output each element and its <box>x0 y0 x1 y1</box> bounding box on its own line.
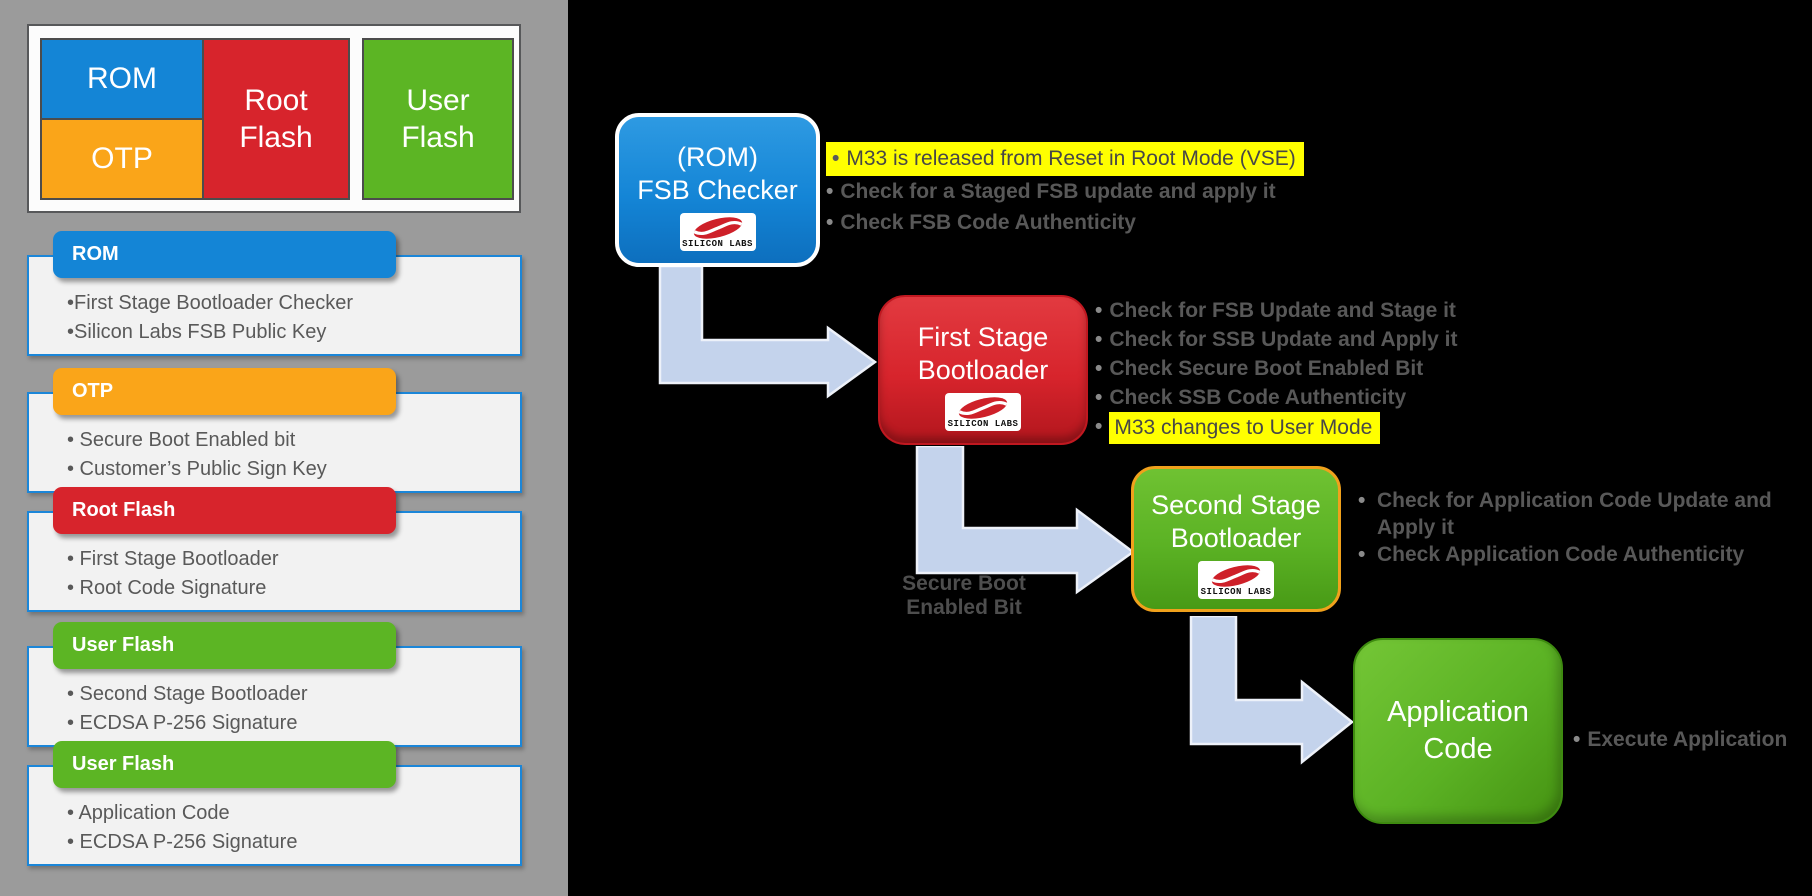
memory-map-region-root-flash: Root Flash <box>202 38 350 200</box>
first-stage-title-line1: First Stage <box>917 322 1049 352</box>
section-user-flash-ssb: User Flash • Second Stage Bootloader • E… <box>27 622 522 748</box>
bullet-highlighted: • M33 is released from Reset in Root Mode… <box>826 142 1304 176</box>
bullet-text: Check SSB Code Authenticity <box>1109 386 1407 409</box>
bullet-icon: • <box>826 180 834 203</box>
section-user-flash-ssb-header: User Flash <box>53 622 396 669</box>
bullet: • Check for SSB Update and Apply it <box>1095 325 1457 354</box>
bullet-text: Check FSB Code Authenticity <box>840 211 1136 234</box>
silicon-labs-logo: SILICON LABS <box>945 393 1021 431</box>
section-otp-header: OTP <box>53 368 396 415</box>
silicon-labs-logo: SILICON LABS <box>1198 561 1274 599</box>
silicon-labs-logo-text: SILICON LABS <box>1200 587 1272 597</box>
memory-panel: ROM OTP Root Flash User Flash ROM •First… <box>0 0 568 896</box>
section-root-flash: Root Flash • First Stage Bootloader • Ro… <box>27 487 522 613</box>
silicon-labs-swirl-icon <box>958 397 1008 419</box>
fsb-checker-title-line2: FSB Checker <box>637 175 798 205</box>
arrow-fsb-checker-to-first-stage-icon <box>658 266 878 399</box>
bullet-text: Check for SSB Update and Apply it <box>1109 328 1458 351</box>
memory-map-rom-label: ROM <box>87 62 157 96</box>
first-stage-bootloader-box: First Stage Bootloader SILICON LABS <box>878 295 1088 445</box>
silicon-labs-swirl-icon <box>1211 565 1261 587</box>
bullet-text: Check Application Code Authenticity <box>1377 543 1745 566</box>
fsb-checker-title-line1: (ROM) <box>677 142 758 172</box>
bullet-icon: • <box>826 211 834 234</box>
bullet-icon: • <box>1095 357 1103 380</box>
bullet-text: Check for a Staged FSB update and apply … <box>840 180 1276 203</box>
arrow-first-stage-to-second-stage-icon <box>915 446 1136 595</box>
section-user-flash-app-header: User Flash <box>53 741 396 788</box>
bullet: • Check for Application Code Update and … <box>1358 487 1806 541</box>
memory-map-region-rom: ROM <box>40 38 204 120</box>
silicon-labs-logo-text: SILICON LABS <box>947 419 1019 429</box>
bullet-icon: • <box>1358 489 1366 512</box>
arrow-second-stage-to-application-icon <box>1189 616 1355 765</box>
first-stage-title-line2: Bootloader <box>917 355 1049 385</box>
list-item: •Silicon Labs FSB Public Key <box>67 321 327 343</box>
bullet: • Check Application Code Authenticity <box>1358 541 1806 568</box>
silicon-labs-logo-text: SILICON LABS <box>682 239 753 249</box>
memory-map-root-flash-label: Root Flash <box>239 83 313 155</box>
bullet-icon: • <box>1095 328 1103 351</box>
silicon-labs-logo: SILICON LABS <box>679 213 756 251</box>
list-item: • Customer’s Public Sign Key <box>67 458 327 480</box>
first-stage-bullets: • Check for FSB Update and Stage it • Ch… <box>1095 296 1457 444</box>
bullet-text: M33 is released from Reset in Root Mode … <box>846 147 1296 170</box>
second-stage-bootloader-box: Second Stage Bootloader SILICON LABS <box>1131 466 1341 612</box>
silicon-labs-swirl-icon <box>692 217 743 239</box>
bullet: • Check SSB Code Authenticity <box>1095 383 1457 412</box>
list-item: • ECDSA P-256 Signature <box>67 712 298 734</box>
section-otp: OTP • Secure Boot Enabled bit • Customer… <box>27 368 522 494</box>
bullet: • Check for a Staged FSB update and appl… <box>826 176 1304 207</box>
bullet: • Execute Application <box>1573 726 1787 753</box>
bullet-icon: • <box>1095 415 1103 438</box>
list-item: • Root Code Signature <box>67 577 267 599</box>
second-stage-title-line2: Bootloader <box>1170 523 1302 553</box>
secure-boot-enabled-bit-line1: Secure Boot <box>902 572 1026 595</box>
section-rom-header: ROM <box>53 231 396 278</box>
fsb-checker-bullets: • M33 is released from Reset in Root Mode… <box>826 142 1304 238</box>
list-item: • ECDSA P-256 Signature <box>67 831 298 853</box>
memory-map-region-otp: OTP <box>40 118 204 200</box>
memory-map-otp-label: OTP <box>91 142 153 176</box>
bullet-text: Check for Application Code Update and Ap… <box>1377 489 1772 539</box>
list-item: • Secure Boot Enabled bit <box>67 429 296 451</box>
bullet: • Check FSB Code Authenticity <box>826 207 1304 238</box>
secure-boot-enabled-bit-line2: Enabled Bit <box>906 596 1022 619</box>
section-user-flash-app: User Flash • Application Code • ECDSA P-… <box>27 741 522 867</box>
section-rom: ROM •First Stage Bootloader Checker •Sil… <box>27 231 522 357</box>
list-item: • Second Stage Bootloader <box>67 683 308 705</box>
application-code-bullets: • Execute Application <box>1573 726 1787 753</box>
bullet-icon: • <box>1095 386 1103 409</box>
bullet-icon: • <box>1095 299 1103 322</box>
list-item: • Application Code <box>67 802 230 824</box>
bullet-text: M33 changes to User Mode <box>1109 412 1381 444</box>
bullet-text: Check Secure Boot Enabled Bit <box>1109 357 1424 380</box>
bullet-icon: • <box>1573 728 1581 751</box>
memory-map-region-user-flash: User Flash <box>362 38 514 200</box>
bullet-text: Check for FSB Update and Stage it <box>1109 299 1456 322</box>
bullet-icon: • <box>1358 543 1366 566</box>
application-code-title-line1: Application <box>1387 696 1529 728</box>
second-stage-title-line1: Second Stage <box>1151 490 1321 520</box>
fsb-checker-box: (ROM) FSB Checker SILICON LABS <box>615 113 820 267</box>
list-item: •First Stage Bootloader Checker <box>67 292 354 314</box>
second-stage-bullets: • Check for Application Code Update and … <box>1358 487 1806 568</box>
bullet: • Check Secure Boot Enabled Bit <box>1095 354 1457 383</box>
list-item: • First Stage Bootloader <box>67 548 279 570</box>
memory-map-user-flash-label: User Flash <box>401 83 475 155</box>
bullet: • Check for FSB Update and Stage it <box>1095 296 1457 325</box>
bullet-highlighted: • M33 changes to User Mode <box>1095 412 1457 444</box>
section-root-flash-header: Root Flash <box>53 487 396 534</box>
application-code-title-line2: Code <box>1423 733 1493 765</box>
secure-boot-enabled-bit-label: Secure Boot Enabled Bit <box>898 572 1030 620</box>
bullet-icon: • <box>832 147 840 170</box>
application-code-box: Application Code <box>1353 638 1563 824</box>
bullet-text: Execute Application <box>1587 728 1788 751</box>
memory-map: ROM OTP Root Flash User Flash <box>27 24 521 213</box>
